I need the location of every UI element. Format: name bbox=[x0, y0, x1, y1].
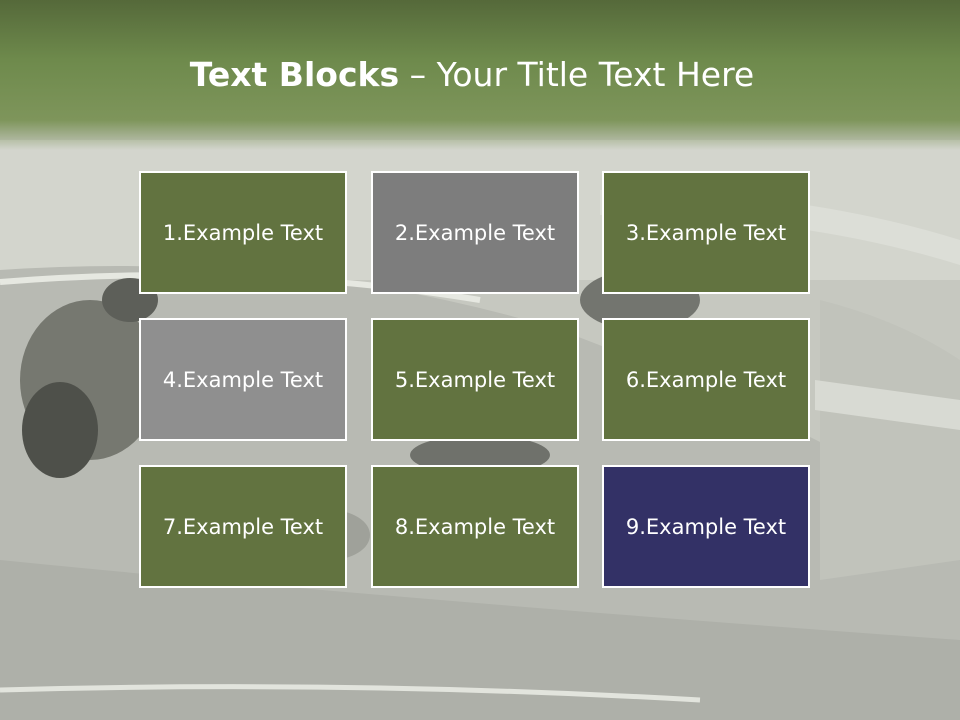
title-band bbox=[0, 0, 960, 150]
title-rest: Your Title Text Here bbox=[436, 55, 755, 94]
text-block-label: 3.Example Text bbox=[625, 220, 787, 245]
text-block-label: 5.Example Text bbox=[394, 367, 556, 392]
text-block-7: 7.Example Text bbox=[139, 465, 347, 588]
slide-title: Text Blocks – Your Title Text Here bbox=[0, 52, 944, 98]
title-bold: Text Blocks bbox=[189, 55, 400, 94]
text-block-1: 1.Example Text bbox=[139, 171, 347, 294]
text-block-6: 6.Example Text bbox=[602, 318, 810, 441]
text-block-label: 2.Example Text bbox=[394, 220, 556, 245]
text-block-label: 7.Example Text bbox=[162, 514, 324, 539]
text-block-2: 2.Example Text bbox=[371, 171, 579, 294]
text-block-label: 6.Example Text bbox=[625, 367, 787, 392]
text-block-9: 9.Example Text bbox=[602, 465, 810, 588]
text-block-3: 3.Example Text bbox=[602, 171, 810, 294]
text-block-label: 4.Example Text bbox=[162, 367, 324, 392]
text-block-8: 8.Example Text bbox=[371, 465, 579, 588]
text-block-label: 9.Example Text bbox=[625, 514, 787, 539]
text-block-5: 5.Example Text bbox=[371, 318, 579, 441]
text-block-label: 1.Example Text bbox=[162, 220, 324, 245]
text-block-label: 8.Example Text bbox=[394, 514, 556, 539]
text-block-4: 4.Example Text bbox=[139, 318, 347, 441]
title-dash: – bbox=[399, 55, 437, 94]
